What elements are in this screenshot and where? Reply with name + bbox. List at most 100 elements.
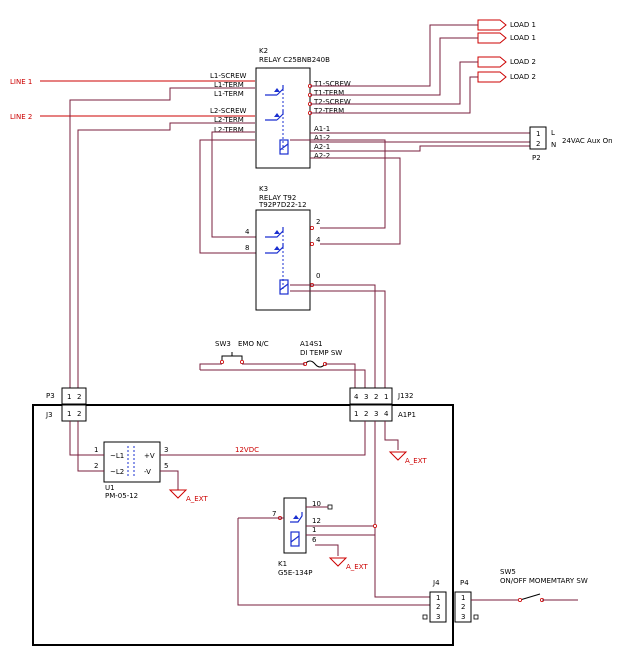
u1-part: PM-05-12 [105, 492, 138, 500]
relay-k1: 10 7 12 1 6 K1 G5E-134P [272, 497, 333, 577]
a1p1-pin4: 4 [384, 410, 389, 418]
k2-pin-l2-screw: L2-SCREW [210, 107, 246, 115]
sw5-ref: SW5 [500, 568, 516, 576]
a14s1-temp-switch: A14S1 DI TEMP SW [300, 340, 342, 368]
k2-pin-l1-screw: L1-SCREW [210, 72, 246, 80]
p2-pin2: 2 [536, 140, 540, 148]
j132-pin4: 4 [354, 393, 359, 401]
j132-pin3: 3 [364, 393, 368, 401]
k2-pin-t2-screw: T2-SCREW [313, 98, 351, 106]
j4-ref: J4 [432, 579, 440, 587]
connector-j4-p4: J4 P4 1 2 3 1 2 3 [422, 579, 479, 623]
a1p1-ref: A1P1 [398, 411, 416, 419]
p4-pin3: 3 [461, 613, 465, 621]
j3-pin2: 2 [77, 410, 81, 418]
k3-pin-0: 0 [316, 272, 320, 280]
u1-pin2: 2 [94, 462, 98, 470]
p4-pin2: 2 [461, 603, 465, 611]
k2-pin-t2-term: T2-TERM [313, 107, 344, 115]
u1-pin3: 3 [164, 446, 168, 454]
p4-pin1: 1 [461, 594, 465, 602]
k3-pin-4: 4 [245, 228, 250, 236]
p2-l: L [551, 129, 555, 137]
sw3-ref: SW3 [215, 340, 231, 348]
u1-l1: ~L1 [110, 452, 124, 460]
line-2-label: LINE 2 [10, 113, 32, 121]
gnd-k1-label: A_EXT [346, 563, 368, 571]
load-2b-label: LOAD 2 [510, 73, 536, 81]
load-1a-label: LOAD 1 [510, 21, 536, 29]
j4-pin2: 2 [436, 603, 440, 611]
sw5-label: ON/OFF MOMEMTARY SW [500, 577, 588, 585]
k2-pin-t1-screw: T1-SCREW [313, 80, 351, 88]
a1p1-pin2: 2 [364, 410, 368, 418]
p2-pin1: 1 [536, 130, 540, 138]
k2-pin-a1-2: A1-2 [314, 134, 330, 142]
line-1-label: LINE 1 [10, 78, 32, 86]
u1-pin5: 5 [164, 462, 168, 470]
k1-pin-12: 12 [312, 517, 321, 525]
u1-pin1: 1 [94, 446, 98, 454]
p2-ref: P2 [532, 154, 541, 162]
k2-pin-t1-term: T1-TERM [313, 89, 344, 97]
load-1b-label: LOAD 1 [510, 34, 536, 42]
j4-pin1: 1 [436, 594, 440, 602]
sw3-label: EMO N/C [238, 340, 269, 348]
u1-vn: -V [144, 468, 151, 476]
ground-a-ext-u1: A_EXT [168, 489, 208, 503]
net-12vdc: 12VDC [235, 446, 259, 454]
load-terminals: LOAD 1 LOAD 1 LOAD 2 LOAD 2 [477, 19, 536, 83]
j4-pin3: 3 [436, 613, 440, 621]
relay-k2: K2 RELAY C25BNB240B L1-SCREW L1-TERM L1-… [210, 47, 351, 169]
p2-n: N [551, 141, 556, 149]
gnd-a1p1-label: A_EXT [405, 457, 427, 465]
enclosure-frame [32, 404, 454, 646]
a1p1-pin1: 1 [354, 410, 358, 418]
u1-ref: U1 [105, 484, 115, 492]
load-2a-label: LOAD 2 [510, 58, 536, 66]
k2-part: RELAY C25BNB240B [259, 56, 330, 64]
k1-pin-6: 6 [312, 536, 317, 544]
j132-pin2: 2 [374, 393, 378, 401]
k2-pin-a2-2: A2-2 [314, 152, 330, 160]
k1-pin-10: 10 [312, 500, 321, 508]
j132-pin1: 1 [384, 393, 388, 401]
ground-a-ext-a1p1: A_EXT [384, 421, 427, 465]
line-inputs: LINE 1 LINE 2 [10, 78, 255, 121]
k1-pin-1: 1 [312, 526, 316, 534]
j3-pin1: 1 [67, 410, 71, 418]
k1-ref: K1 [278, 560, 287, 568]
connector-p3-j3: P3 1 2 J3 1 2 [45, 387, 87, 422]
a14-label: DI TEMP SW [300, 349, 342, 357]
p2-label: 24VAC Aux On [562, 137, 613, 145]
u1-vp: +V [144, 452, 155, 460]
j132-ref: J132 [397, 392, 413, 400]
p3-ref: P3 [46, 392, 55, 400]
k3-pin-2: 2 [316, 218, 320, 226]
p4-ref: P4 [460, 579, 469, 587]
ground-a-ext-k1: A_EXT [315, 544, 368, 571]
power-supply-u1: ~L1 ~L2 +V -V 1 2 3 5 U1 PM-05-12 [94, 441, 168, 500]
k3-pin-8: 8 [245, 244, 249, 252]
relay-k3: K3 RELAY T92 T92P7D22-12 4 8 2 4 0 [245, 185, 386, 390]
k2-ref: K2 [259, 47, 268, 55]
k3-ref: K3 [259, 185, 268, 193]
sw5-momentary-switch: SW5 ON/OFF MOMEMTARY SW [471, 568, 588, 603]
k2-pin-l1-term-a: L1-TERM [214, 81, 244, 89]
k2-pin-a2-1: A2-1 [314, 143, 330, 151]
gnd-u1-label: A_EXT [186, 495, 208, 503]
connector-j132-a1p1: 4 3 2 1 J132 1 2 3 4 A1P1 [349, 387, 416, 422]
p3-pin1: 1 [67, 393, 71, 401]
a1p1-pin3: 3 [374, 410, 378, 418]
j3-ref: J3 [45, 411, 53, 419]
connector-p2: 1 2 L N 24VAC Aux On P2 [529, 126, 613, 162]
k2-pin-a1-1: A1-1 [314, 125, 330, 133]
u1-l2: ~L2 [110, 468, 124, 476]
k2-pin-l2-term-a: L2-TERM [214, 116, 244, 124]
a14-ref: A14S1 [300, 340, 323, 348]
k2-pin-l1-term-b: L1-TERM [214, 90, 244, 98]
k2-pin-l2-term-b: L2-TERM [214, 126, 244, 134]
k1-pin-7: 7 [272, 510, 276, 518]
k3-pin-4r: 4 [316, 236, 321, 244]
